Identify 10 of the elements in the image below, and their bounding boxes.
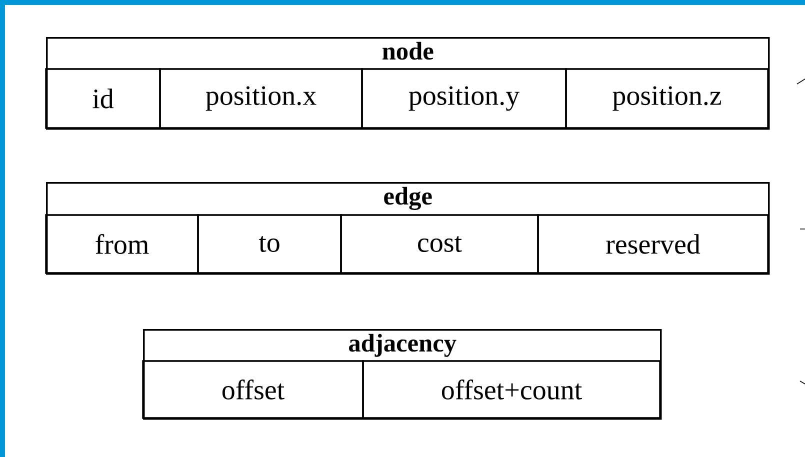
- table-cell: cost: [340, 214, 539, 274]
- table-cell: offset+count: [362, 360, 661, 419]
- table-cell: reserved: [537, 214, 769, 274]
- table-cell: position.z: [565, 68, 769, 129]
- table-cell: from: [45, 214, 199, 274]
- table-cell: position.x: [159, 68, 363, 129]
- table-cell: offset: [142, 360, 364, 419]
- table-cell: position.y: [361, 68, 567, 129]
- table-cell: id: [45, 68, 161, 129]
- table-cell: to: [197, 214, 342, 274]
